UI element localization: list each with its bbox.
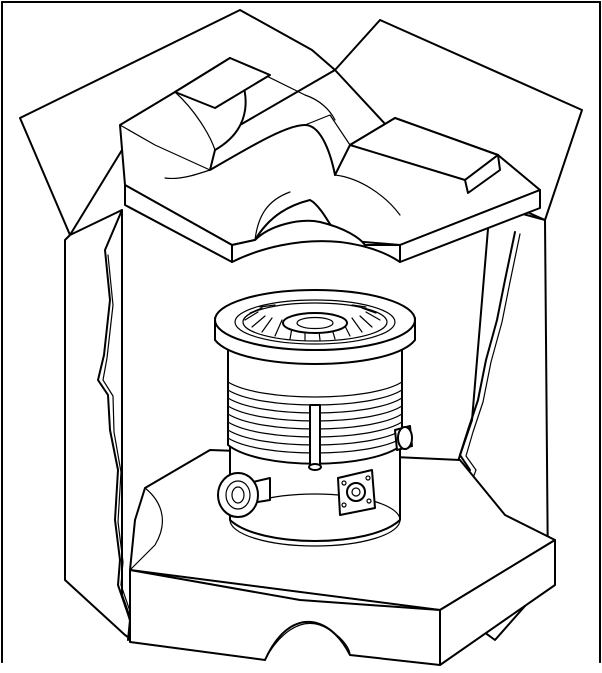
pump-rotor-hub — [282, 312, 348, 334]
pump-vent-valve — [394, 425, 413, 451]
foam-bottom-right-face — [439, 539, 556, 666]
foam-insert-top — [119, 57, 541, 263]
pump-electrical-connector — [337, 469, 376, 516]
foam-top-top-face — [119, 57, 541, 246]
pump-side-port — [217, 472, 271, 518]
box-wall-left — [64, 209, 136, 643]
pump-lower-body — [229, 439, 401, 542]
foam-top-block-left — [174, 57, 271, 109]
box-wall-left-tear — [97, 209, 131, 641]
pump-vent-pipe — [309, 404, 321, 466]
foam-top-arch — [231, 219, 401, 263]
vacuum-pump — [214, 289, 416, 547]
